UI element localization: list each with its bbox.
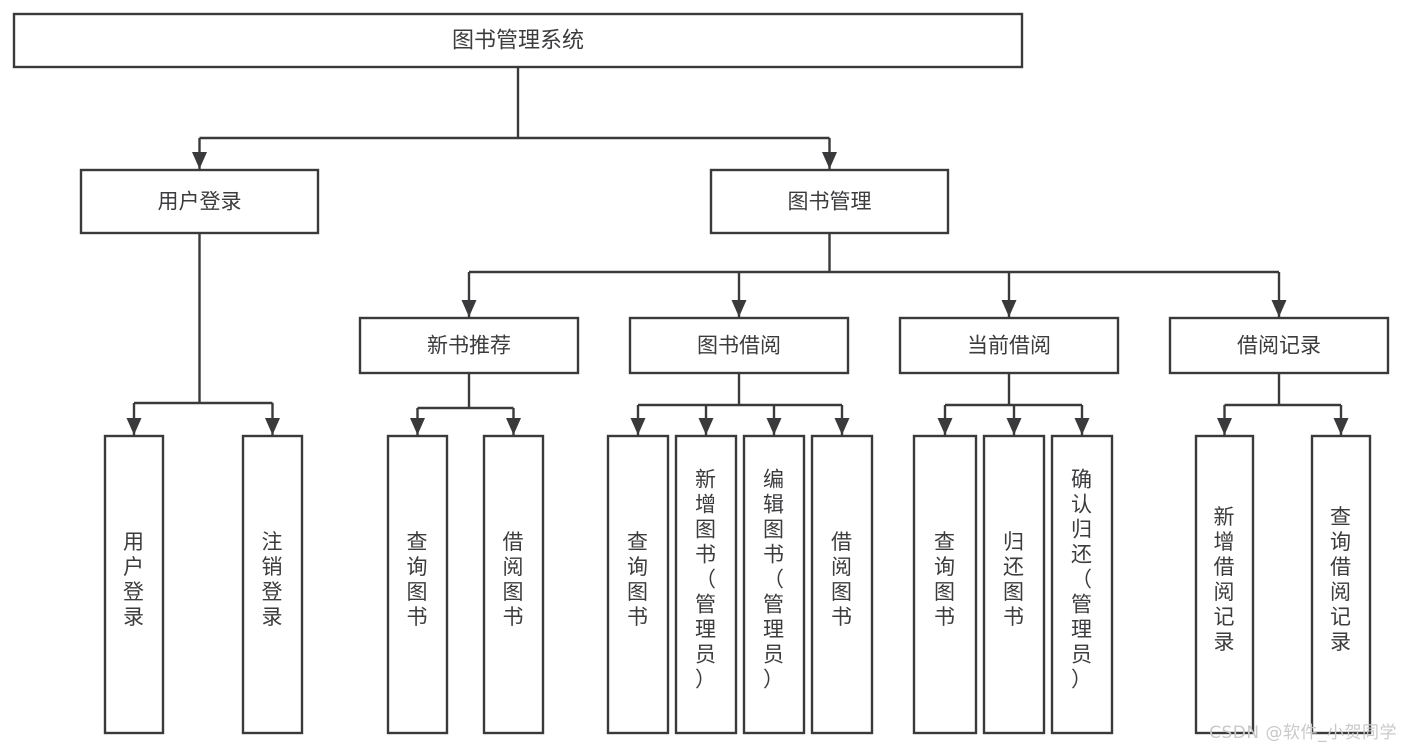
leaf-box[interactable] xyxy=(674,434,738,735)
leaf-box[interactable] xyxy=(742,434,806,735)
leaf-box[interactable] xyxy=(912,434,978,735)
level3-box[interactable] xyxy=(358,316,580,375)
leaf-node-5[interactable]: 新增图书（管理员） xyxy=(674,434,738,735)
arrow-head-icon xyxy=(731,300,747,317)
level3-label: 图书借阅 xyxy=(697,334,781,358)
arrow-head-icon xyxy=(1217,418,1232,435)
leaf-node-12[interactable]: 查询借阅记录 xyxy=(1310,434,1372,735)
leaf-node-8[interactable]: 查询图书 xyxy=(912,434,978,735)
arrow-head-icon xyxy=(630,418,646,435)
node-layer: 图书管理系统用户登录图书管理新书推荐图书借阅当前借阅借阅记录用户登录注销登录查询… xyxy=(12,12,1390,735)
leaf-node-label: 确认归还（管理员） xyxy=(1071,468,1093,692)
leaf-node-label: 编辑图书（管理员） xyxy=(763,468,785,692)
leaf-node-label: 查询图书 xyxy=(627,530,649,629)
arrow-head-icon xyxy=(1333,418,1349,435)
level2-label: 用户登录 xyxy=(158,190,242,214)
leaf-box[interactable] xyxy=(1050,434,1114,735)
level3-node-2[interactable]: 当前借阅 xyxy=(898,316,1120,375)
leaf-node-2[interactable]: 查询图书 xyxy=(386,434,449,735)
level3-box[interactable] xyxy=(1168,316,1390,375)
level3-node-0[interactable]: 新书推荐 xyxy=(358,316,580,375)
leaf-node-label: 用户登录 xyxy=(123,530,145,629)
level3-label: 新书推荐 xyxy=(427,334,511,358)
level3-label: 当前借阅 xyxy=(967,334,1051,358)
level3-node-3[interactable]: 借阅记录 xyxy=(1168,316,1390,375)
leaf-box[interactable] xyxy=(103,434,165,735)
arrow-head-icon xyxy=(410,418,425,435)
arrow-head-icon xyxy=(698,418,714,435)
leaf-box[interactable] xyxy=(241,434,304,735)
arrow-head-icon xyxy=(766,418,782,435)
leaf-box[interactable] xyxy=(982,434,1046,735)
leaf-node-label: 归还图书 xyxy=(1003,530,1025,629)
leaf-node-4[interactable]: 查询图书 xyxy=(606,434,670,735)
leaf-node-label: 注销登录 xyxy=(262,530,284,629)
level2-node-1[interactable]: 图书管理 xyxy=(709,168,950,235)
level2-label: 图书管理 xyxy=(788,190,872,214)
arrow-head-icon xyxy=(1074,418,1090,435)
leaf-box[interactable] xyxy=(1194,434,1255,735)
leaf-node-10[interactable]: 确认归还（管理员） xyxy=(1050,434,1114,735)
arrow-head-icon xyxy=(822,152,837,169)
level3-box[interactable] xyxy=(628,316,850,375)
leaf-box[interactable] xyxy=(606,434,670,735)
root-node[interactable]: 图书管理系统 xyxy=(12,12,1024,69)
root-box[interactable] xyxy=(12,12,1024,69)
leaf-node-6[interactable]: 编辑图书（管理员） xyxy=(742,434,806,735)
leaf-box[interactable] xyxy=(1310,434,1372,735)
leaf-node-label: 借阅图书 xyxy=(831,530,853,629)
leaf-node-9[interactable]: 归还图书 xyxy=(982,434,1046,735)
leaf-node-label: 查询图书 xyxy=(407,530,429,629)
level2-box[interactable] xyxy=(79,168,320,235)
level3-label: 借阅记录 xyxy=(1237,334,1321,358)
arrow-head-icon xyxy=(834,418,850,435)
leaf-node-label: 查询借阅记录 xyxy=(1330,505,1352,654)
arrow-head-icon xyxy=(1001,300,1017,317)
arrow-head-icon xyxy=(192,152,207,169)
level2-node-0[interactable]: 用户登录 xyxy=(79,168,320,235)
leaf-node-label: 新增图书（管理员） xyxy=(695,468,717,692)
leaf-box[interactable] xyxy=(482,434,545,735)
arrow-head-icon xyxy=(126,418,142,435)
arrow-head-icon xyxy=(265,418,280,435)
level3-node-1[interactable]: 图书借阅 xyxy=(628,316,850,375)
leaf-node-label: 借阅图书 xyxy=(503,530,525,629)
leaf-node-label: 查询图书 xyxy=(934,530,956,629)
root-label: 图书管理系统 xyxy=(452,29,584,54)
level2-box[interactable] xyxy=(709,168,950,235)
leaf-node-11[interactable]: 新增借阅记录 xyxy=(1194,434,1255,735)
leaf-node-0[interactable]: 用户登录 xyxy=(103,434,165,735)
leaf-box[interactable] xyxy=(386,434,449,735)
arrow-head-icon xyxy=(506,418,521,435)
level3-box[interactable] xyxy=(898,316,1120,375)
leaf-node-7[interactable]: 借阅图书 xyxy=(810,434,874,735)
leaf-node-3[interactable]: 借阅图书 xyxy=(482,434,545,735)
leaf-node-1[interactable]: 注销登录 xyxy=(241,434,304,735)
leaf-node-label: 新增借阅记录 xyxy=(1214,505,1236,654)
arrow-head-icon xyxy=(461,300,477,317)
leaf-box[interactable] xyxy=(810,434,874,735)
csdn-watermark: CSDN @软件_小贺同学 xyxy=(1209,723,1397,743)
arrow-head-icon xyxy=(937,418,953,435)
arrow-head-icon xyxy=(1006,418,1022,435)
arrow-head-icon xyxy=(1271,300,1287,317)
connector-layer xyxy=(126,67,1349,435)
